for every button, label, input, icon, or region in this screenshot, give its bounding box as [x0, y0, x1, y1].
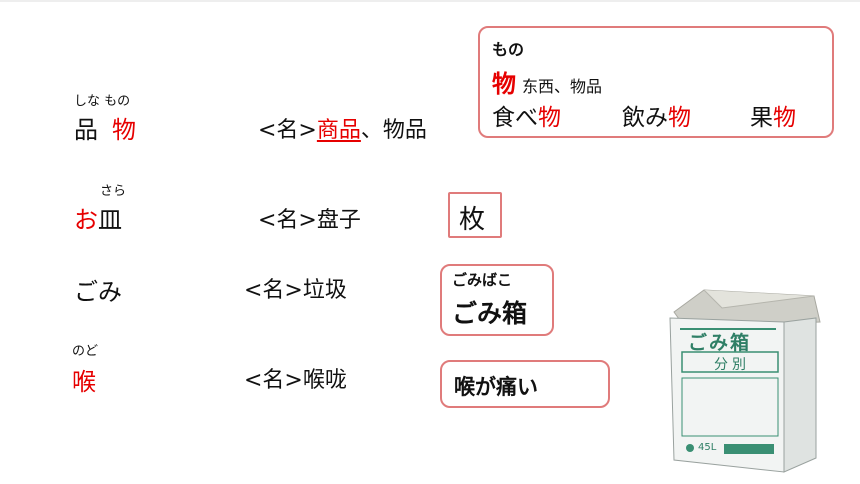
ruby-nodo: のど: [72, 344, 99, 359]
note-box-nodo: 喉が痛い: [440, 360, 610, 408]
vocab-char: 品: [74, 116, 98, 144]
note-box-mono: もの 物东西、物品 食べ物 飲み物 果物: [478, 26, 834, 138]
top-divider: [0, 0, 860, 2]
trash-box-image: ごみ箱 分別 45L: [664, 282, 824, 476]
note-example-1: 食べ物: [492, 105, 561, 131]
note-example-2: 飲み物: [622, 105, 691, 131]
ruby-sara: さら: [100, 184, 127, 199]
nodo-phrase: 喉が痛い: [454, 375, 538, 399]
counter-text: 枚: [459, 205, 486, 235]
gomibako-reading: ごみばこ: [452, 271, 513, 289]
definition-shinamono: <名>商品、物品: [258, 112, 427, 144]
definition-text: 盘子: [316, 208, 361, 233]
pos-tag: <名>: [258, 208, 317, 233]
definition-osara: <名>盘子: [258, 202, 361, 234]
trash-sub: 分別: [714, 357, 750, 373]
pos-tag: <名>: [244, 368, 303, 393]
trash-title: ごみ箱: [688, 332, 752, 354]
ruby-shinamono: しな もの: [74, 94, 131, 109]
pos-tag: <名>: [258, 118, 317, 143]
note-meaning: 东西、物品: [522, 77, 603, 96]
vocab-char: 皿: [98, 206, 122, 234]
definition-gomi: <名>垃圾: [244, 272, 347, 304]
note-kanji: 物: [492, 70, 516, 98]
gomibako-word: ごみ箱: [452, 299, 528, 328]
vocab-gomi: ごみ: [74, 278, 122, 306]
note-example-3: 果物: [750, 105, 796, 131]
definition-text: 、物品: [360, 118, 427, 143]
vocab-char-highlight: お: [74, 206, 98, 234]
note-kanji-line: 物东西、物品: [492, 64, 602, 99]
trash-size: 45L: [698, 442, 717, 453]
vocab-char-highlight: 物: [112, 116, 136, 144]
note-box-counter: 枚: [448, 192, 502, 238]
note-box-gomibako: ごみばこ ごみ箱: [440, 264, 554, 336]
definition-text: 喉咙: [302, 368, 347, 393]
definition-nodo: <名>喉咙: [244, 362, 347, 394]
pos-tag: <名>: [244, 278, 303, 303]
vocab-osara: お皿: [74, 200, 122, 235]
vocab-shinamono: 品物: [74, 110, 136, 145]
note-reading: もの: [492, 40, 525, 59]
definition-highlight: 商品: [316, 118, 361, 143]
definition-text: 垃圾: [302, 278, 347, 303]
vocab-nodo: 喉: [72, 368, 96, 396]
